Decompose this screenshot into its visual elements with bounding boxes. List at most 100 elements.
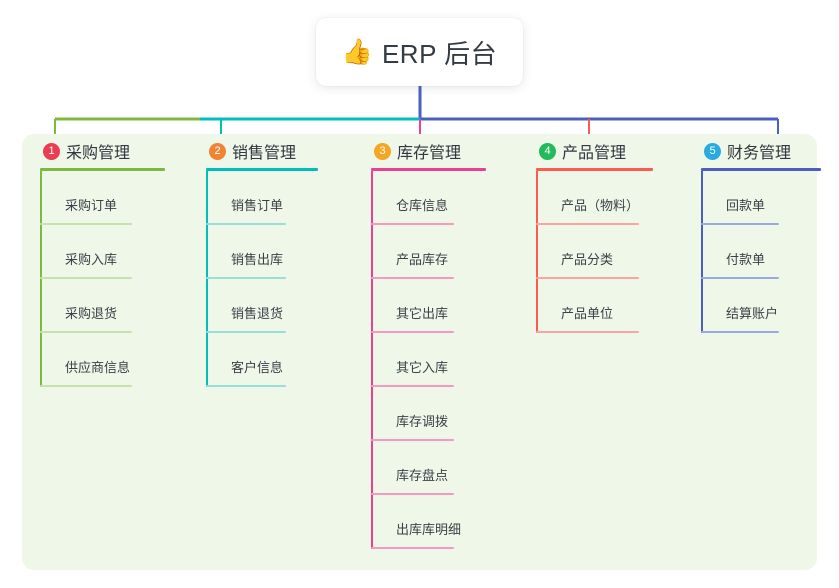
leaf-item-rule [701,331,779,333]
branch-header-5[interactable]: 5 财务管理 [693,134,839,168]
leaf-item-rule [371,331,454,333]
branch-header-1[interactable]: 1 采购管理 [32,134,197,168]
leaf-item-rule [206,223,286,225]
leaf-item-rule [206,331,286,333]
leaf-item[interactable]: 仓库信息 [371,171,528,225]
branch-header-3[interactable]: 3 库存管理 [363,134,528,168]
leaf-item-label: 产品分类 [561,252,614,267]
leaf-item[interactable]: 其它出库 [371,279,528,333]
root-node[interactable]: 👍 ERP 后台 [316,18,523,86]
leaf-item-label: 其它入库 [396,360,449,375]
leaf-item[interactable]: 采购退货 [40,279,197,333]
leaf-item-rule [371,277,454,279]
branch-title-1: 采购管理 [66,145,131,162]
leaf-item-label: 仓库信息 [396,198,449,213]
leaf-item[interactable]: 销售订单 [206,171,363,225]
branch-column-5: 5 财务管理回款单付款单结算账户 [693,134,839,333]
leaf-item[interactable]: 产品库存 [371,225,528,279]
branch-rule-4 [536,168,653,171]
leaf-item-label: 销售退货 [231,306,284,321]
branch-badge-1: 1 [43,142,60,160]
branch-rule-1 [40,168,165,171]
branch-spine-1 [40,171,42,387]
leaf-item-rule [701,223,779,225]
leaf-item[interactable]: 客户信息 [206,333,363,387]
branch-rule-5 [701,168,821,171]
leaf-item-rule [40,331,132,333]
leaf-item-label: 结算账户 [726,306,779,321]
leaf-item-label: 采购入库 [65,252,118,267]
branch-badge-2: 2 [209,142,226,160]
branch-badge-3: 3 [374,142,391,160]
leaf-item-rule [536,223,639,225]
leaf-item-rule [371,439,454,441]
branch-header-2[interactable]: 2 销售管理 [198,134,363,168]
leaf-item-rule [40,385,132,387]
leaf-item-rule [536,331,639,333]
leaf-item-label: 产品（物料） [561,198,640,213]
branch-title-3: 库存管理 [397,145,462,162]
leaf-item-label: 付款单 [726,252,766,267]
leaf-item[interactable]: 结算账户 [701,279,839,333]
branch-spine-2 [206,171,208,387]
leaf-item[interactable]: 采购订单 [40,171,197,225]
leaf-item-label: 供应商信息 [65,360,131,375]
leaf-item-rule [371,547,454,549]
branch-items-4: 产品（物料） 产品分类产品单位 [536,171,693,333]
branch-spine-4 [536,171,538,333]
leaf-item[interactable]: 付款单 [701,225,839,279]
leaf-item[interactable]: 供应商信息 [40,333,197,387]
branch-rule-2 [206,168,318,171]
leaf-item-label: 采购退货 [65,306,118,321]
leaf-item[interactable]: 销售退货 [206,279,363,333]
leaf-item-rule [40,277,132,279]
branch-title-2: 销售管理 [232,145,297,162]
branch-badge-5: 5 [704,142,721,160]
leaf-item-label: 其它出库 [396,306,449,321]
branch-column-3: 3 库存管理仓库信息产品库存其它出库其它入库库存调拨库存盘点出库库明细 [363,134,528,549]
leaf-item[interactable]: 库存盘点 [371,441,528,495]
leaf-item-label: 库存调拨 [396,414,449,429]
branch-title-5: 财务管理 [727,145,792,162]
leaf-item[interactable]: 出库库明细 [371,495,528,549]
leaf-item-label: 采购订单 [65,198,118,213]
branch-rule-3 [371,168,486,171]
leaf-item-label: 产品库存 [396,252,449,267]
thumbs-up-icon: 👍 [341,37,373,66]
leaf-item-rule [371,385,454,387]
leaf-item[interactable]: 产品（物料） [536,171,693,225]
branch-spine-5 [701,171,703,333]
branch-items-3: 仓库信息产品库存其它出库其它入库库存调拨库存盘点出库库明细 [371,171,528,549]
leaf-item[interactable]: 库存调拨 [371,387,528,441]
leaf-item-rule [701,277,779,279]
leaf-item[interactable]: 销售出库 [206,225,363,279]
leaf-item[interactable]: 产品单位 [536,279,693,333]
leaf-item-label: 销售订单 [231,198,284,213]
leaf-item[interactable]: 采购入库 [40,225,197,279]
leaf-item[interactable]: 回款单 [701,171,839,225]
branch-items-2: 销售订单销售出库销售退货客户信息 [206,171,363,387]
leaf-item-label: 销售出库 [231,252,284,267]
branches-panel: 1 采购管理采购订单采购入库采购退货供应商信息 2 销售管理销售订单销售出库销售退货客… [22,134,821,570]
leaf-item-label: 回款单 [726,198,766,213]
branch-title-4: 产品管理 [562,145,627,162]
leaf-item-rule [371,223,454,225]
leaf-item-label: 产品单位 [561,306,614,321]
leaf-item-rule [371,493,454,495]
leaf-item-label: 库存盘点 [396,468,449,483]
branch-items-1: 采购订单采购入库采购退货供应商信息 [40,171,197,387]
leaf-item-rule [40,223,132,225]
leaf-item-label: 客户信息 [231,360,284,375]
leaf-item[interactable]: 其它入库 [371,333,528,387]
branch-spine-3 [371,171,373,549]
leaf-item-rule [206,277,286,279]
leaf-item-rule [206,385,286,387]
leaf-item-rule [536,277,639,279]
branch-column-2: 2 销售管理销售订单销售出库销售退货客户信息 [198,134,363,387]
leaf-item[interactable]: 产品分类 [536,225,693,279]
branch-column-1: 1 采购管理采购订单采购入库采购退货供应商信息 [32,134,197,387]
leaf-item-label: 出库库明细 [396,522,462,537]
